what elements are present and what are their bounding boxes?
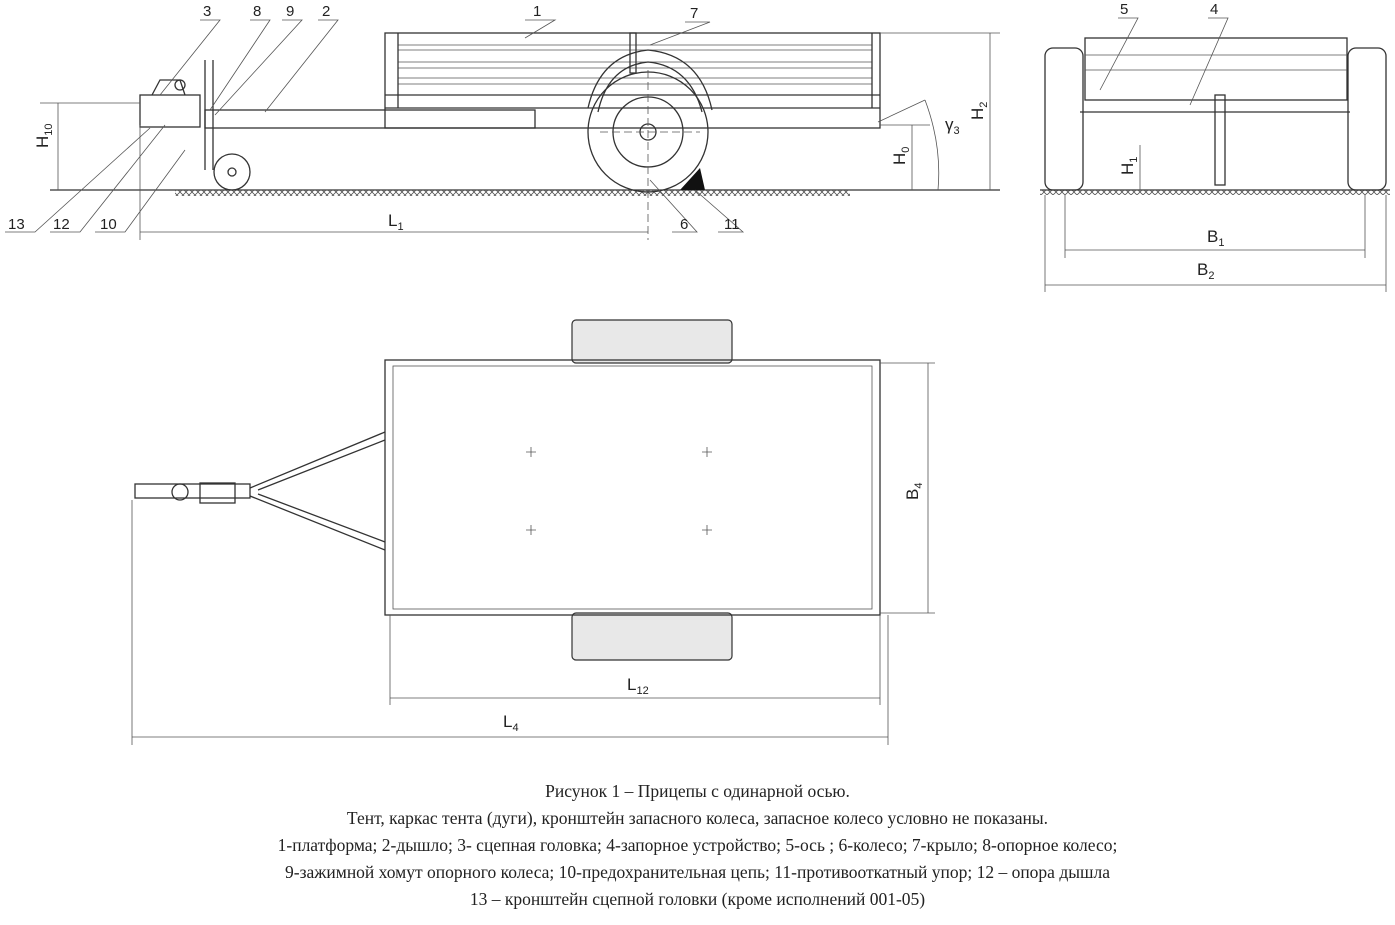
top-wheel-left	[571, 319, 733, 364]
front-platform	[1084, 37, 1348, 101]
figure-title: Рисунок 1 – Прицепы с одинарной осью.	[545, 781, 850, 801]
platform	[384, 32, 881, 129]
callout-6: 6	[680, 216, 688, 233]
top-coupling	[134, 483, 251, 499]
left-wheel	[1044, 47, 1084, 191]
top-drawbar	[249, 431, 386, 551]
wheel-chock	[680, 168, 705, 190]
front-jockey	[1214, 94, 1226, 186]
front-view: H1 B1 B2	[1040, 37, 1390, 292]
right-wheel	[1347, 47, 1387, 191]
legend-line-1: 1-платформа; 2-дышло; 3- сцепная головка…	[277, 835, 1118, 855]
dim-L4: L4	[503, 712, 519, 734]
callout-13: 13	[8, 216, 25, 233]
dim-B1: B1	[1207, 227, 1224, 249]
callout-2: 2	[322, 3, 330, 20]
callout-7: 7	[690, 5, 698, 22]
callout-9: 9	[286, 3, 294, 20]
callout-3: 3	[203, 3, 211, 20]
jockey-wheel	[204, 60, 251, 191]
wheel	[587, 70, 709, 240]
coupling-head	[139, 79, 201, 128]
callouts: 3 8 9 2 1 7 5 4 13 12 10 6 11	[5, 1, 1229, 233]
figure-note: Тент, каркас тента (дуги), кронштейн зап…	[346, 808, 1049, 828]
callout-8: 8	[253, 3, 261, 20]
dim-H1: H1	[1118, 157, 1140, 175]
dim-B4: B4	[903, 483, 925, 500]
top-platform	[384, 359, 881, 616]
callout-5: 5	[1120, 1, 1128, 18]
dim-H0: H0	[890, 147, 912, 165]
dim-gamma3: γ3	[945, 115, 960, 137]
crosses	[526, 447, 712, 535]
top-wheel-right	[571, 612, 733, 661]
dim-H10: H10	[33, 123, 55, 148]
callout-4: 4	[1210, 1, 1218, 18]
drawbar	[204, 109, 536, 129]
dim-B2: B2	[1197, 260, 1214, 282]
dim-L12: L12	[627, 675, 649, 697]
side-view: H10 L1 H0 H2 γ3	[33, 32, 1000, 240]
dim-H2: H2	[968, 102, 990, 120]
top-view: B4 L12 L4	[131, 319, 935, 745]
ground-hatch	[175, 190, 850, 196]
dim-L1: L1	[388, 211, 404, 233]
legend-line-2: 9-зажимной хомут опорного колеса; 10-пре…	[285, 862, 1110, 882]
callout-11: 11	[724, 216, 740, 233]
callout-10: 10	[100, 216, 117, 233]
callout-1: 1	[533, 3, 541, 20]
callout-12: 12	[53, 216, 70, 233]
legend-line-3: 13 – кронштейн сцепной головки (кроме ис…	[469, 889, 926, 909]
